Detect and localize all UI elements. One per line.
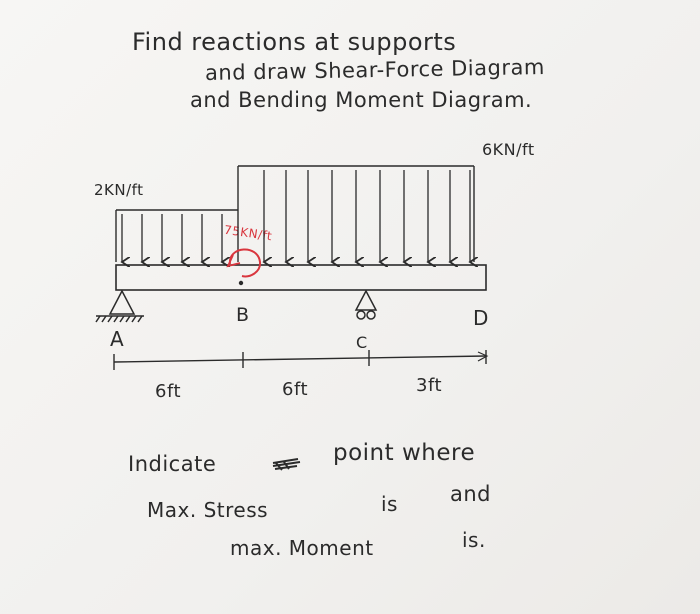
- scribble-mark: [272, 458, 301, 471]
- span-ab-label: 6ft: [155, 381, 182, 402]
- point-b-label: B: [236, 304, 250, 326]
- instruction-max-moment: max. Moment: [230, 536, 374, 560]
- span-bc-label: 6ft: [282, 379, 309, 400]
- dimension-line: [113, 350, 489, 370]
- problem-line-1: Find reactions at supports: [132, 28, 457, 56]
- point-d-label: D: [473, 306, 489, 330]
- left-udl-label: 2KN/ft: [94, 181, 144, 199]
- udl-left-block: [115, 209, 238, 262]
- instruction-is-1: is: [381, 492, 398, 516]
- instruction-point-where: point where: [333, 440, 476, 466]
- couple-moment-icon: [226, 248, 262, 278]
- point-c-label: C: [356, 333, 368, 352]
- beam: [115, 264, 487, 291]
- problem-line-3: and Bending Moment Diagram.: [190, 88, 533, 112]
- pin-support-a: [95, 289, 144, 323]
- instruction-is-2: is.: [462, 528, 486, 552]
- point-a-label: A: [110, 327, 125, 351]
- instruction-and: and: [450, 482, 492, 506]
- span-cd-label: 3ft: [416, 375, 443, 396]
- roller-support-c: [354, 289, 378, 320]
- instruction-max-stress: Max. Stress: [147, 498, 269, 522]
- right-udl-label: 6KN/ft: [482, 140, 535, 159]
- udl-right-arrows: [264, 170, 470, 262]
- udl-left-arrows: [122, 214, 222, 262]
- instruction-indicate: Indicate: [128, 452, 217, 476]
- udl-right-block: [237, 165, 475, 262]
- point-b-marker: [238, 280, 244, 286]
